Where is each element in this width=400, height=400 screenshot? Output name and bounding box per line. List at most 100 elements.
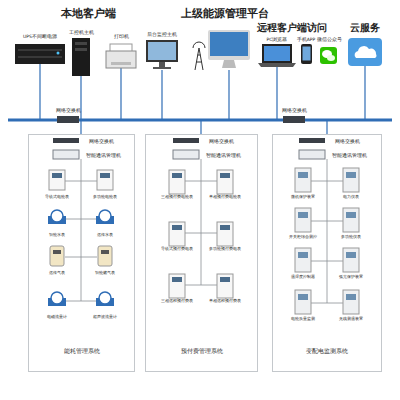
bus-wire xyxy=(65,301,97,302)
device-label: 电力仪表 xyxy=(343,195,359,200)
device-label: 网络交换机 xyxy=(209,139,234,144)
device-symbol xyxy=(97,170,113,190)
ups-symbol xyxy=(15,44,65,64)
device-label: 三相远程预付费表 xyxy=(161,299,193,304)
device-label: 智能通讯管理机 xyxy=(332,153,367,158)
device-label: 智能水表 xyxy=(49,233,65,238)
device-symbol xyxy=(48,292,66,306)
device-symbol xyxy=(50,246,64,266)
device-label: 电磁流量计 xyxy=(47,315,67,320)
device-label: 多功能仪表 xyxy=(341,235,361,240)
device-label: 开关柜综合测控 xyxy=(289,235,317,240)
device-symbol xyxy=(343,290,359,314)
system-box: 能耗管理系统 xyxy=(28,134,135,372)
device-label: 网络交换机 xyxy=(282,108,307,113)
device-label: 单相远程预付费表 xyxy=(209,299,241,304)
device-label: 单相预付费电能表 xyxy=(209,195,241,200)
wechat-symbol xyxy=(320,47,337,64)
device-label: 智能燃气表 xyxy=(95,271,115,276)
system-box: 变配电监测系统 xyxy=(272,134,382,372)
device-symbol xyxy=(343,208,359,232)
device-label: 智能通讯管理机 xyxy=(206,153,241,158)
gateway-symbol xyxy=(299,150,325,159)
bus-wire xyxy=(65,257,97,258)
device-symbol xyxy=(169,274,185,298)
bus-wire xyxy=(65,181,97,182)
device-symbol xyxy=(98,246,112,266)
bus-wire xyxy=(185,285,217,286)
device-label: 温湿度控制器 xyxy=(291,275,315,280)
device-label: 工控机主机 xyxy=(69,30,94,35)
device-label: 微信公众号 xyxy=(317,37,342,42)
device-label: PC浏览器 xyxy=(267,37,288,42)
system-title: 变配电监测系统 xyxy=(273,347,381,356)
monitor-symbol xyxy=(146,40,178,69)
device-symbol xyxy=(217,222,233,246)
group-heading: 上级能源管理平台 xyxy=(181,8,269,21)
bus-wire xyxy=(65,219,97,220)
gateway-symbol xyxy=(173,150,199,159)
laptop-symbol xyxy=(258,44,296,67)
device-symbol xyxy=(295,208,311,232)
device-symbol xyxy=(48,210,66,224)
gateway-symbol xyxy=(53,150,79,159)
device-label: 导轨式电能表 xyxy=(45,195,69,200)
device-symbol xyxy=(96,210,114,224)
printer-symbol xyxy=(106,44,136,68)
device-label: 远传水表 xyxy=(97,233,113,238)
device-symbol xyxy=(169,170,185,194)
phone-symbol xyxy=(301,44,312,64)
switch-symbol xyxy=(283,116,305,123)
device-label: 电能质量监测 xyxy=(291,317,315,322)
device-label: 三相预付费电能表 xyxy=(161,195,193,200)
device-label: 微机保护装置 xyxy=(291,195,315,200)
bus-wire xyxy=(311,181,343,182)
device-symbol xyxy=(295,168,311,192)
system-title: 能耗管理系统 xyxy=(29,347,134,356)
system-title: 预付费管理系统 xyxy=(146,347,257,356)
device-label: 无线测温装置 xyxy=(339,317,363,322)
switch-symbol xyxy=(57,116,79,123)
device-label: 多功能预付费电表 xyxy=(209,247,241,252)
device-label: 网络交换机 xyxy=(335,139,360,144)
device-symbol xyxy=(217,274,233,298)
device-symbol xyxy=(343,168,359,192)
group-heading: 云服务 xyxy=(350,22,380,34)
antenna-symbol xyxy=(193,42,205,70)
cloud-symbol xyxy=(348,38,382,66)
device-symbol xyxy=(96,292,114,306)
switch-symbol xyxy=(173,138,199,143)
bus-wire xyxy=(185,233,217,234)
device-label: 手机APP xyxy=(297,37,316,42)
device-symbol xyxy=(295,248,311,272)
device-label: 弧光保护装置 xyxy=(339,275,363,280)
bus-wire xyxy=(311,221,343,222)
group-heading: 本地客户端 xyxy=(61,8,116,21)
group-heading: 远程客户端访问 xyxy=(257,22,327,34)
device-symbol xyxy=(343,248,359,272)
device-label: 网络交换机 xyxy=(56,108,81,113)
tower-pc-symbol xyxy=(72,38,90,76)
device-label: 后台监控主机 xyxy=(147,32,177,37)
device-label: UPS不间断电源 xyxy=(23,34,57,39)
device-label: 远传气表 xyxy=(49,271,65,276)
device-label: 超声波流量计 xyxy=(93,315,117,320)
device-label: 多功能电能表 xyxy=(93,195,117,200)
switch-symbol xyxy=(53,138,79,143)
device-symbol xyxy=(49,170,65,190)
device-label: 网络交换机 xyxy=(89,139,114,144)
device-symbol xyxy=(169,222,185,246)
switch-symbol xyxy=(299,138,325,143)
device-label: 导轨式预付费电表 xyxy=(161,247,193,252)
device-label: 智能通讯管理机 xyxy=(86,153,121,158)
bus-wire xyxy=(311,261,343,262)
imac-symbol xyxy=(208,30,250,68)
bus-wire xyxy=(185,181,217,182)
system-box: 预付费管理系统 xyxy=(145,134,258,372)
device-label: 打印机 xyxy=(114,34,129,39)
bus-wire xyxy=(311,303,343,304)
bus-wire xyxy=(201,159,202,285)
device-symbol xyxy=(295,290,311,314)
bus-wire xyxy=(81,159,82,301)
